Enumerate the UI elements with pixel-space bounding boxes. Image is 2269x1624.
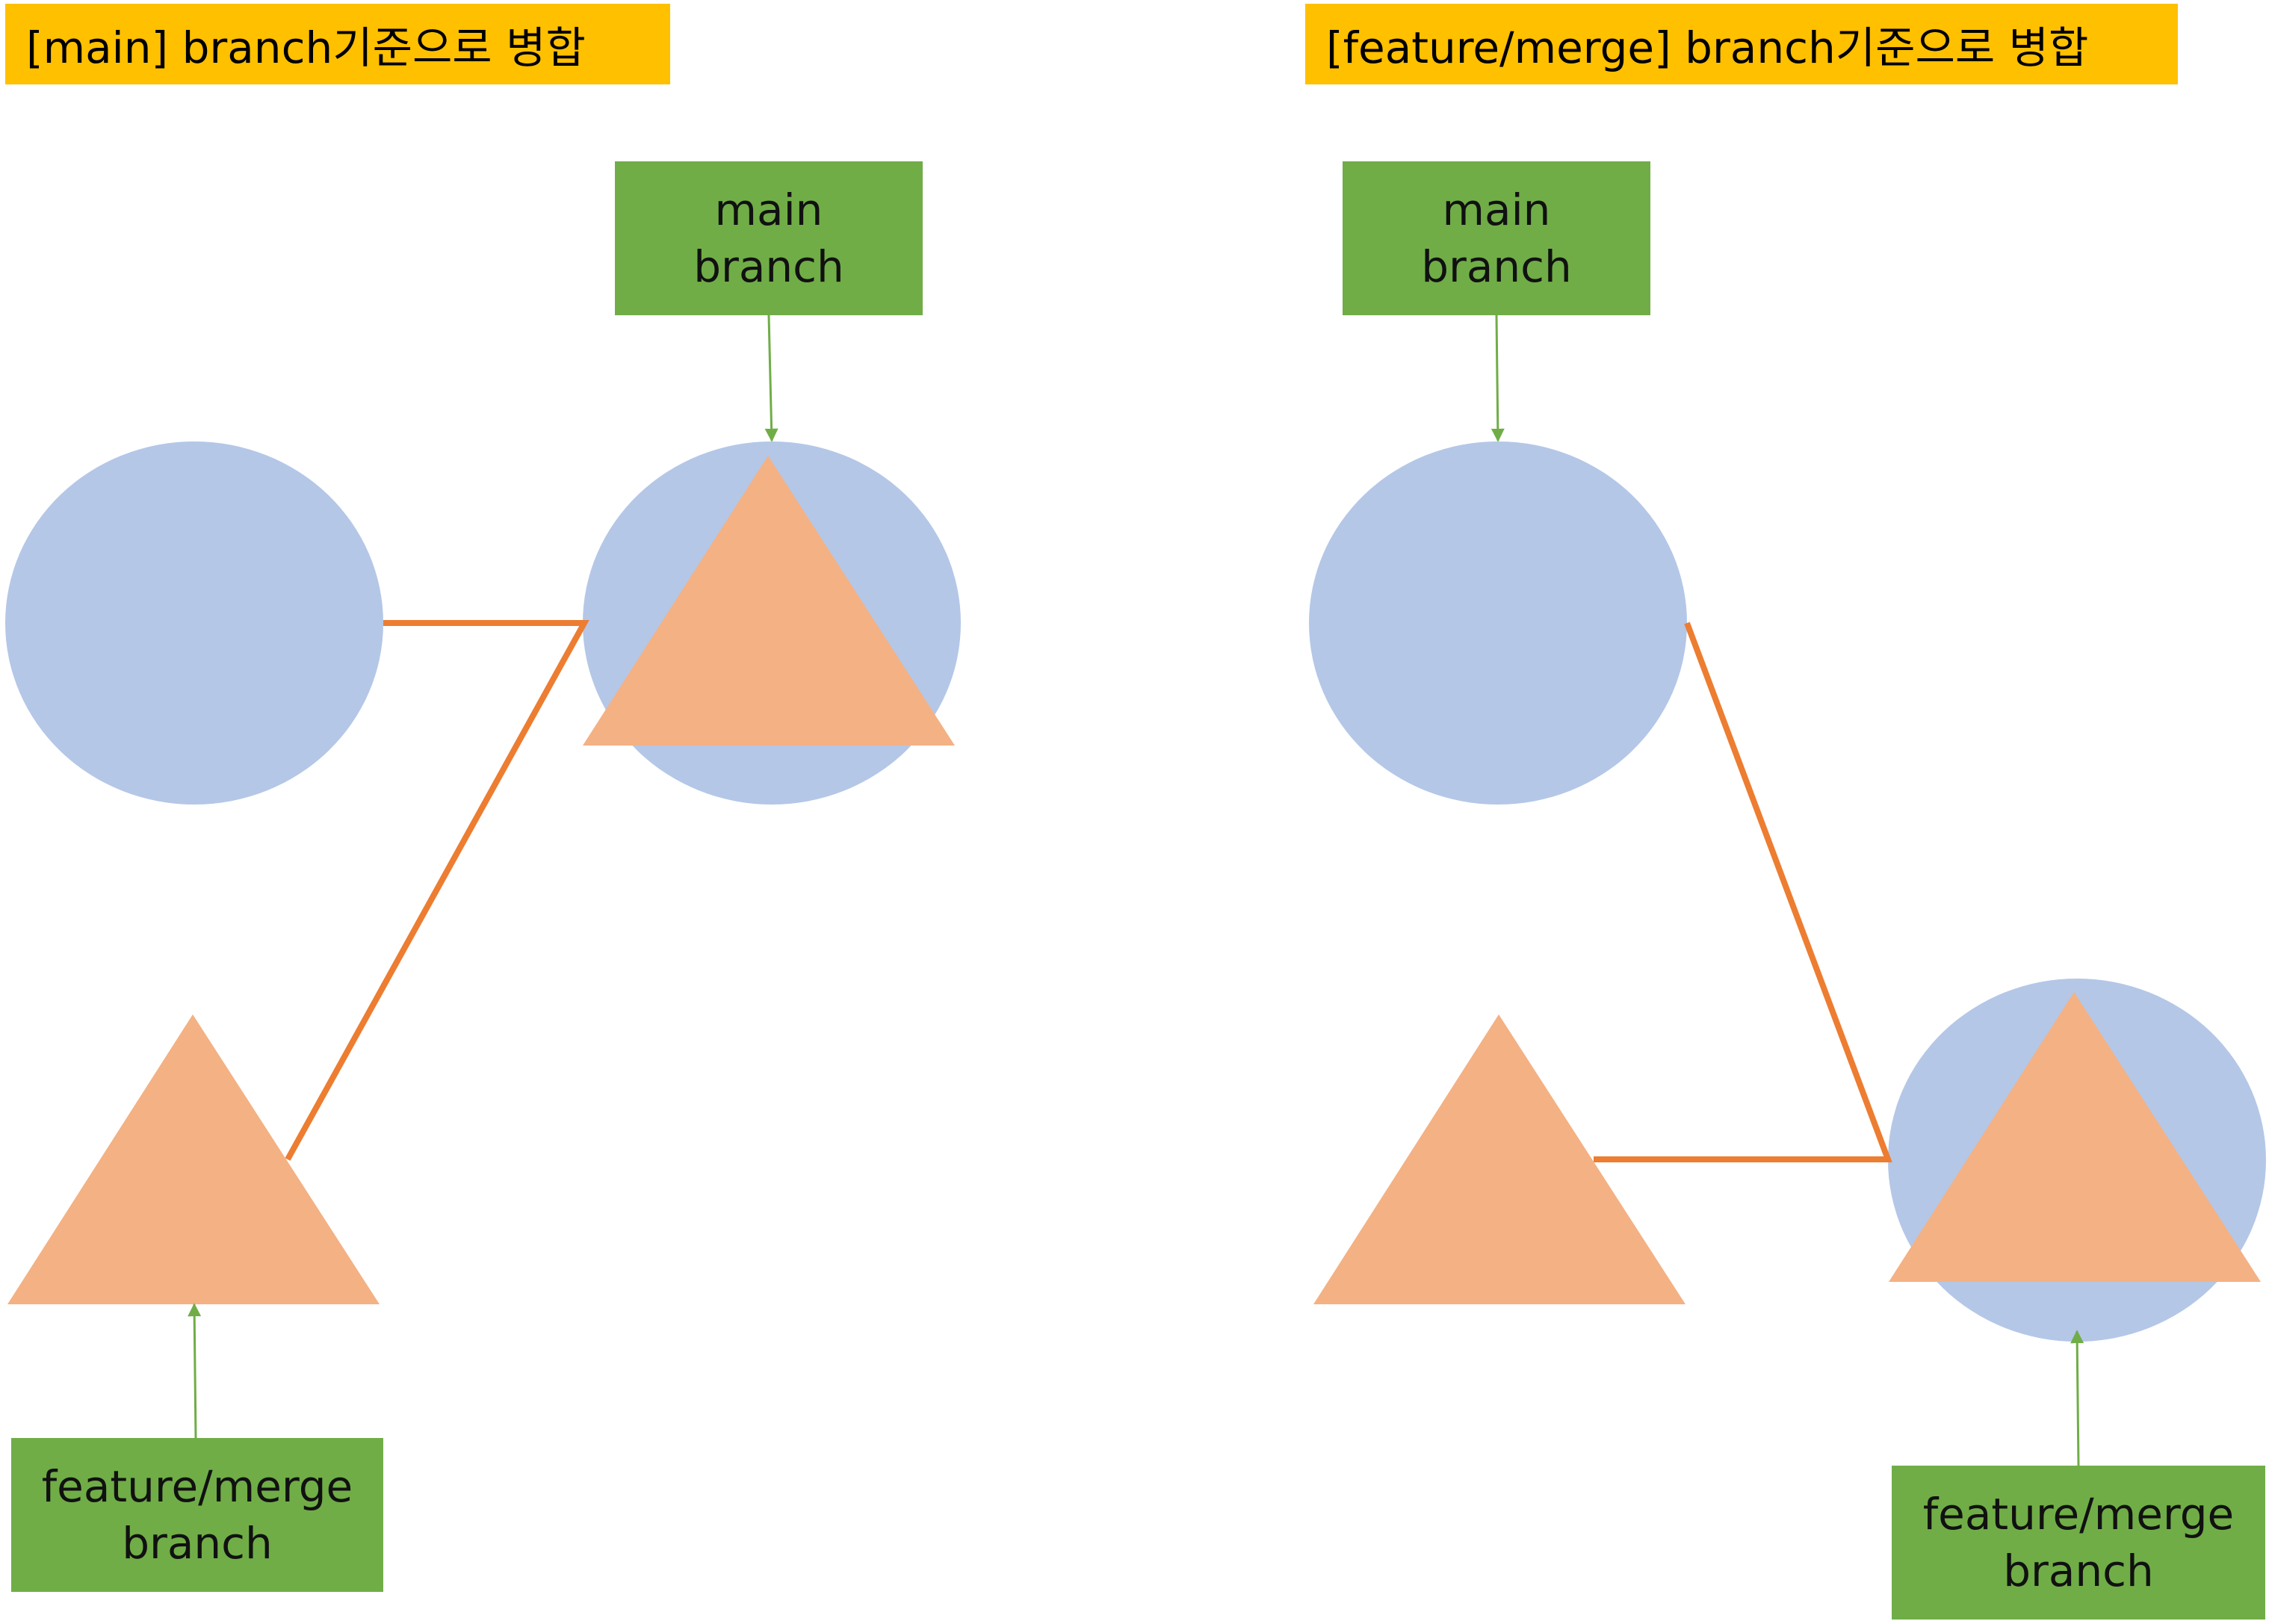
label-line: branch — [693, 241, 844, 292]
main-branch-label-right: main branch — [1343, 161, 1650, 315]
commit-circle-left-old — [5, 441, 383, 805]
label-line: branch — [1421, 241, 1572, 292]
main-branch-label-left: main branch — [615, 161, 923, 315]
connector-right — [1594, 622, 1892, 1162]
label-line: feature/merge — [1922, 1489, 2235, 1540]
label-line: feature/merge — [41, 1461, 353, 1512]
connector-left — [285, 620, 589, 1161]
pointer-arrow-main-right — [1491, 314, 1505, 442]
label-line: main — [1442, 185, 1551, 235]
pointer-arrow-main-left — [764, 314, 778, 442]
feature-branch-label-left: feature/merge branch — [11, 1438, 383, 1592]
commit-triangle-right-old — [1313, 1014, 1686, 1304]
label-line: branch — [2003, 1546, 2154, 1596]
feature-branch-label-right: feature/merge branch — [1892, 1466, 2265, 1620]
label-line: branch — [122, 1518, 273, 1569]
title-main-based-merge: [main] branch기준으로 병합 — [5, 4, 670, 84]
pointer-arrow-feature-right — [2070, 1330, 2084, 1466]
commit-triangle-left-feature — [7, 1014, 380, 1304]
pointer-arrow-feature-left — [188, 1303, 202, 1439]
title-feature-based-merge: [feature/merge] branch기준으로 병합 — [1305, 4, 2178, 84]
commit-triangle-left-merged — [583, 456, 955, 746]
commit-circle-right-main — [1309, 441, 1687, 805]
label-line: main — [714, 185, 823, 235]
commit-triangle-right-merged — [1889, 992, 2261, 1282]
